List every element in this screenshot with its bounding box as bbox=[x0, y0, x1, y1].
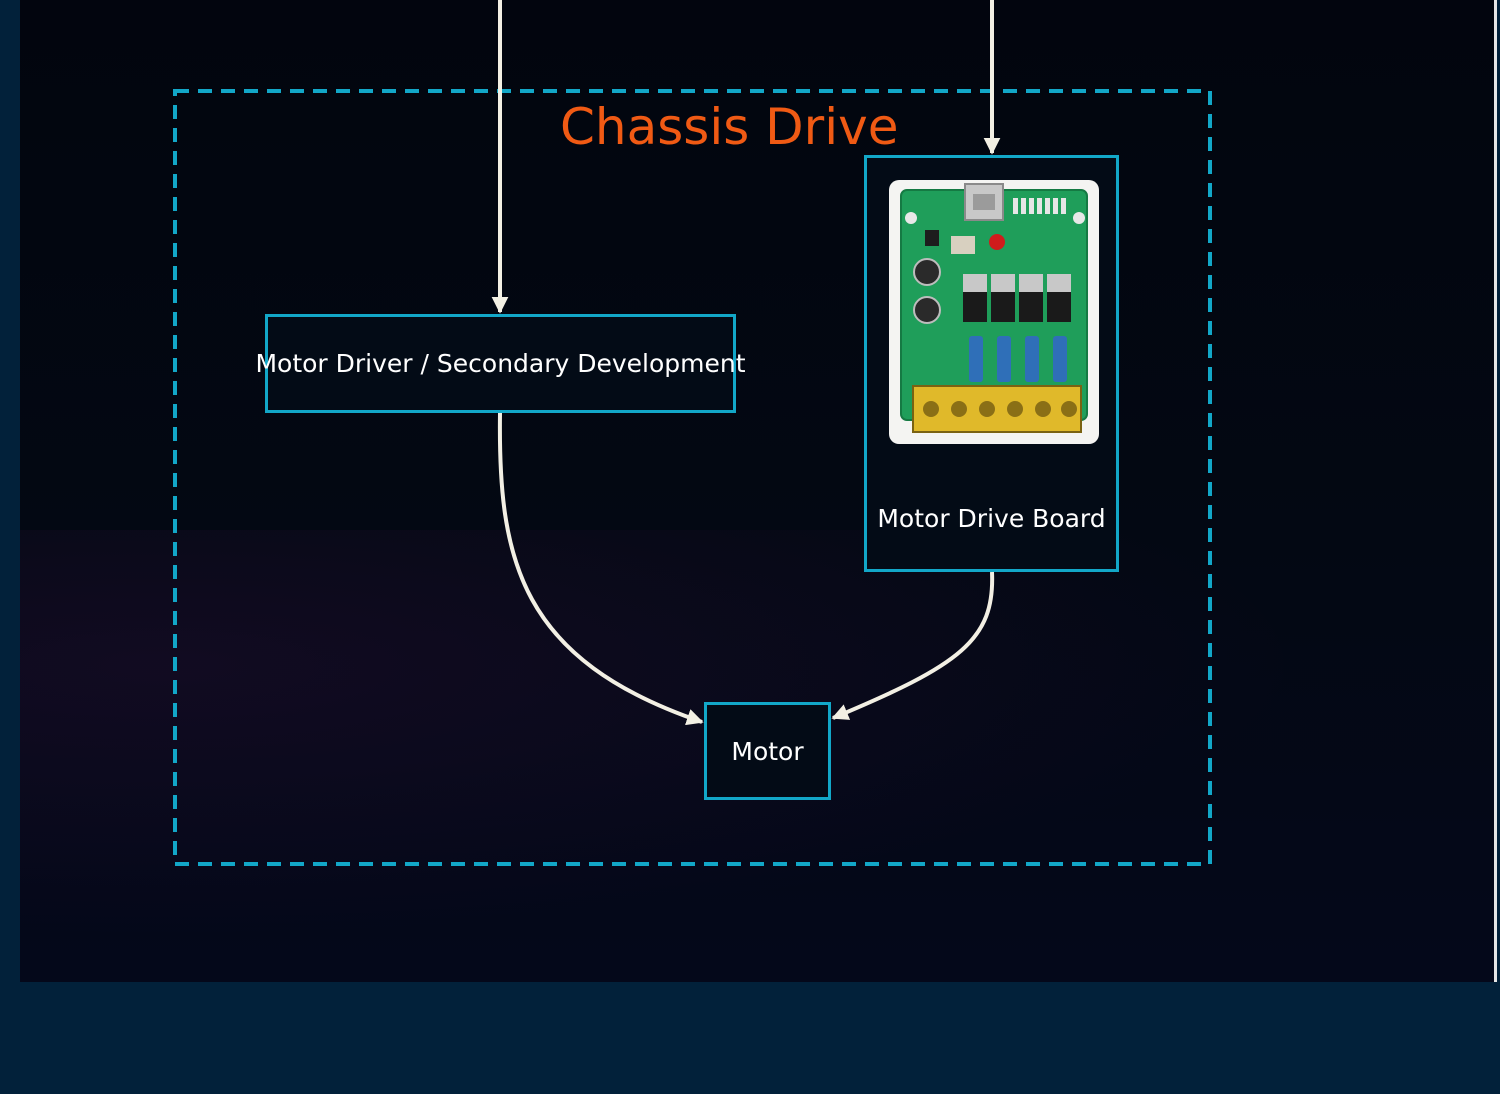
motor-drive-board-label: Motor Drive Board bbox=[877, 504, 1106, 533]
motor-label: Motor bbox=[731, 736, 804, 766]
edge-board-to-motor bbox=[831, 571, 995, 720]
group-title: Chassis Drive bbox=[560, 98, 899, 156]
circuit-board-icon bbox=[900, 183, 1088, 433]
motor-drive-board-node[interactable]: Motor Drive Board bbox=[864, 155, 1119, 572]
motor-node[interactable]: Motor bbox=[704, 702, 831, 800]
chassis-drive-group-border bbox=[173, 89, 1212, 866]
motor-driver-label: Motor Driver / Secondary Development bbox=[255, 349, 746, 378]
edge-driver-to-motor bbox=[497, 412, 704, 726]
motor-driver-node[interactable]: Motor Driver / Secondary Development bbox=[255, 314, 746, 413]
right-edge-divider bbox=[1494, 0, 1497, 982]
motor-drive-board-image bbox=[889, 180, 1099, 444]
